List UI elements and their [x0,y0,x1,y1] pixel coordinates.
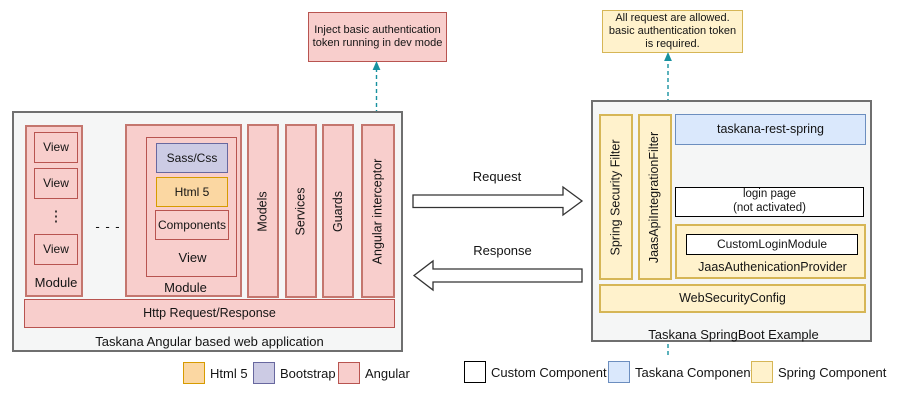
guards-bar: Guards [322,124,354,298]
login-page-box: login page (not activated) [675,187,864,217]
note-inject-auth-token-text: Inject basic authentication token runnin… [312,23,443,49]
legend-item-angular: Angular [338,362,410,384]
legend-swatch-spring-component [751,361,773,383]
taskana-angular-panel: View View ⋮ View Module - - - Sass/Css H… [12,111,403,352]
custom-login-module-box: CustomLoginModule [686,234,858,255]
models-bar-label: Models [255,190,270,232]
view-box: View [34,234,78,265]
legend-label-angular: Angular [365,365,410,381]
jaas-authentication-provider-box: CustomLoginModule JaasAuthenicationProvi… [675,224,866,279]
legend-item-taskana-component: Taskana Component [608,361,754,383]
note-all-requests-allowed-text: All request are allowed. basic authentic… [608,11,737,51]
module-2-label: Module [164,280,207,296]
spring-security-filter-bar: Spring Security Filter [599,114,633,280]
components-box: Components [155,210,229,240]
legend-label-custom-component: Custom Component [491,364,607,380]
note-all-requests-allowed: All request are allowed. basic authentic… [602,10,743,53]
module-2: Sass/Css Html 5 Components View Module [125,124,242,297]
legend-label-bootstrap: Bootstrap [280,365,336,381]
guards-bar-label: Guards [330,190,345,232]
legend-item-html5: Html 5 [183,362,248,384]
view-box: View [34,132,78,163]
legend-swatch-bootstrap [253,362,275,384]
legend-label-spring-component: Spring Component [778,364,887,380]
legend-swatch-taskana-component [608,361,630,383]
view-box: View [34,168,78,199]
taskana-springboot-panel: Spring Security Filter JaasApiIntegratio… [591,100,872,342]
login-page-line1: login page [742,188,797,201]
module-1: View View ⋮ View Module [25,125,83,297]
view-container-label: View [178,250,207,266]
services-bar: Services [285,124,317,298]
legend-item-bootstrap: Bootstrap [253,362,336,384]
jaas-api-integration-filter-label: JaasApiIntegrationFilter [647,131,662,263]
legend-item-spring-component: Spring Component [751,361,886,383]
note-inject-auth-token: Inject basic authentication token runnin… [308,12,447,62]
legend-swatch-html5 [183,362,205,384]
response-arrow-label: Response [473,243,532,259]
response-arrow-icon [412,259,583,292]
right-panel-title: Taskana SpringBoot Example [648,327,819,343]
module-1-label: Module [34,275,78,291]
modules-ellipsis: - - - [95,219,121,235]
html5-box: Html 5 [156,177,228,207]
angular-interceptor-bar: Angular interceptor [361,124,395,298]
legend-swatch-custom-component [464,361,486,383]
taskana-rest-spring-box: taskana-rest-spring [675,114,866,145]
web-security-config-bar: WebSecurityConfig [599,284,866,313]
request-arrow-label: Request [472,169,522,185]
arrowhead-up-right-icon [664,52,672,61]
jaas-authentication-provider-label: JaasAuthenicationProvider [698,259,847,274]
jaas-api-integration-filter-bar: JaasApiIntegrationFilter [638,114,672,280]
request-arrow-icon [412,185,584,217]
models-bar: Models [247,124,279,298]
legend-label-html5: Html 5 [210,365,248,381]
legend-label-taskana-component: Taskana Component [635,364,755,380]
login-page-line2: (not activated) [733,202,806,214]
left-panel-title: Taskana Angular based web application [95,334,324,350]
legend-swatch-angular [338,362,360,384]
ellipsis-icon: ⋮ [48,208,64,225]
legend-item-custom-component: Custom Component [464,361,607,383]
angular-interceptor-bar-label: Angular interceptor [370,158,385,264]
services-bar-label: Services [293,187,308,235]
http-request-response-bar: Http Request/Response [24,299,395,328]
sass-css-box: Sass/Css [156,143,228,173]
arrowhead-up-left-icon [372,61,381,70]
view-container: Sass/Css Html 5 Components View [146,137,237,277]
spring-security-filter-label: Spring Security Filter [608,138,623,256]
